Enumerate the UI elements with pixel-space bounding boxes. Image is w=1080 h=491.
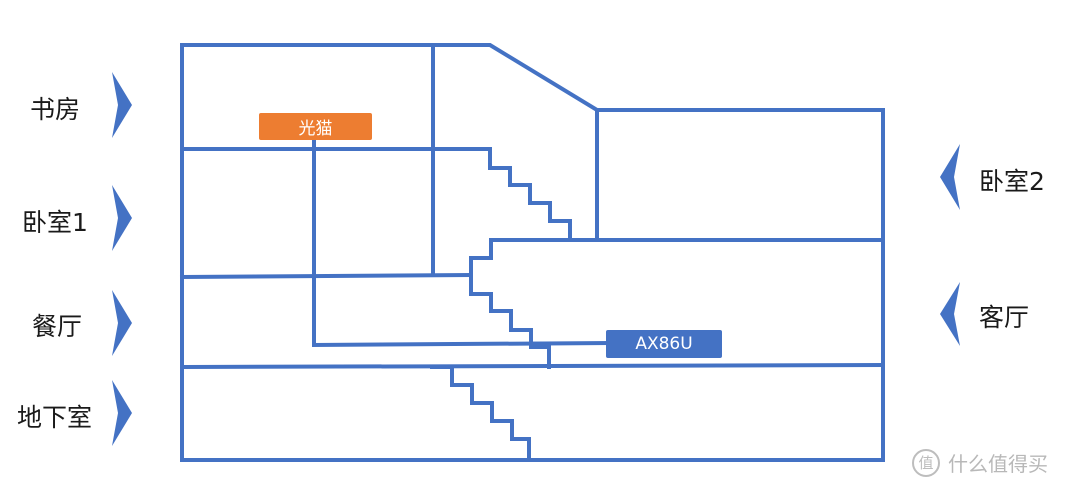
outer-wall-left-top bbox=[180, 43, 885, 462]
label-dining: 餐厅 bbox=[32, 312, 83, 341]
ethernet-cable bbox=[312, 138, 613, 348]
arrow-right-basement bbox=[112, 380, 132, 446]
arrow-left-bedroom2 bbox=[940, 144, 960, 210]
arrow-right-bedroom1 bbox=[112, 185, 132, 251]
label-bedroom1: 卧室1 bbox=[22, 208, 88, 237]
label-study: 书房 bbox=[30, 95, 81, 124]
watermark: 值 什么值得买 bbox=[912, 448, 1048, 477]
label-basement: 地下室 bbox=[17, 403, 93, 432]
label-bedroom2: 卧室2 bbox=[979, 167, 1045, 196]
arrow-right-study bbox=[112, 72, 132, 138]
modem-tag: 光猫 bbox=[259, 113, 372, 140]
floor-line-dining-basement bbox=[182, 362, 886, 370]
staircase-lower bbox=[430, 365, 531, 462]
staircase-middle bbox=[469, 238, 551, 369]
floor-line-bedroom1-dining bbox=[179, 272, 473, 280]
label-living: 客厅 bbox=[979, 303, 1030, 332]
arrow-right-dining bbox=[112, 290, 132, 356]
watermark-text: 什么值得买 bbox=[948, 452, 1048, 476]
watermark-logo-icon: 值 bbox=[912, 448, 940, 477]
router-tag: AX86U bbox=[606, 330, 722, 358]
arrow-left-living bbox=[940, 282, 960, 346]
staircase-upper bbox=[488, 147, 572, 242]
